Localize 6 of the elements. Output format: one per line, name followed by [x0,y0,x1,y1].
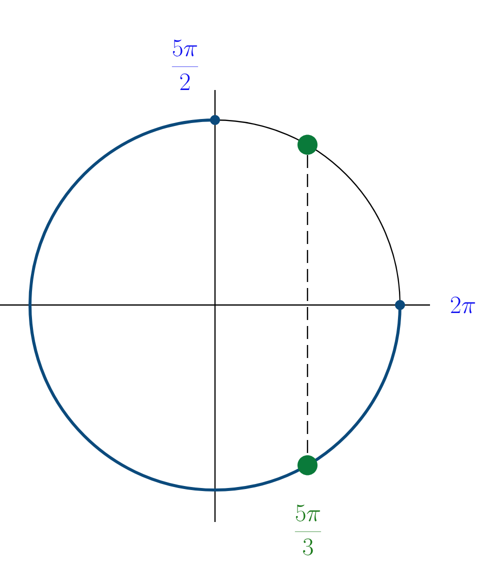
dashed-line [306,154,308,455]
point [298,455,318,476]
angle-label: $\frac{5\pi}{2}$ [172,40,198,90]
angle-label: $2\pi$ [450,296,476,314]
point [298,134,318,155]
angle-label: $\frac{5\pi}{3}$ [294,504,322,556]
